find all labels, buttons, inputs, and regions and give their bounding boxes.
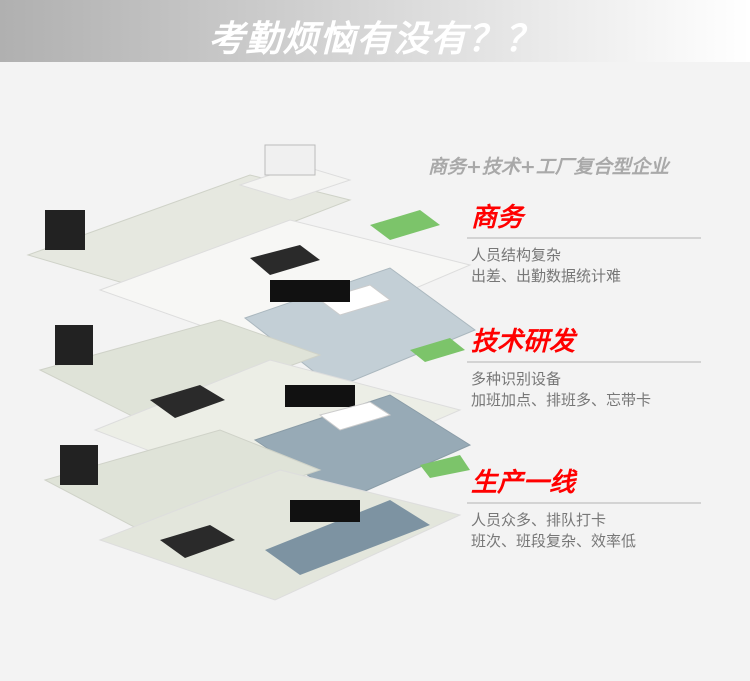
office-layers-illustration — [26, 144, 477, 601]
layer-top — [26, 144, 477, 389]
section-production: 生产一线 人员众多、排队打卡 班次、班段复杂、效率低 — [467, 467, 701, 552]
section-rnd: 技术研发 多种识别设备 加班加点、排班多、忘带卡 — [467, 326, 701, 411]
section-desc-line: 人员结构复杂 — [471, 246, 562, 264]
divider — [467, 237, 701, 239]
banner-title: 考勤烦恼有没有？？ — [208, 19, 542, 60]
section-title: 生产一线 — [471, 468, 576, 498]
divider — [467, 361, 701, 363]
layer-bottom — [43, 429, 470, 601]
section-desc-line: 出差、出勤数据统计难 — [471, 267, 622, 285]
section-desc-line: 多种识别设备 — [471, 370, 562, 388]
section-business: 商务 人员结构复杂 出差、出勤数据统计难 — [467, 202, 701, 287]
section-desc-line: 加班加点、排班多、忘带卡 — [471, 391, 652, 409]
section-desc-line: 班次、班段复杂、效率低 — [471, 532, 637, 550]
header-banner: 考勤烦恼有没有？？ — [0, 0, 750, 62]
section-desc-line: 人员众多、排队打卡 — [471, 511, 607, 529]
divider — [467, 502, 701, 504]
section-title: 商务 — [471, 203, 524, 233]
section-title: 技术研发 — [471, 327, 576, 357]
subtitle: 商务+技术+工厂复合型企业 — [428, 156, 669, 178]
